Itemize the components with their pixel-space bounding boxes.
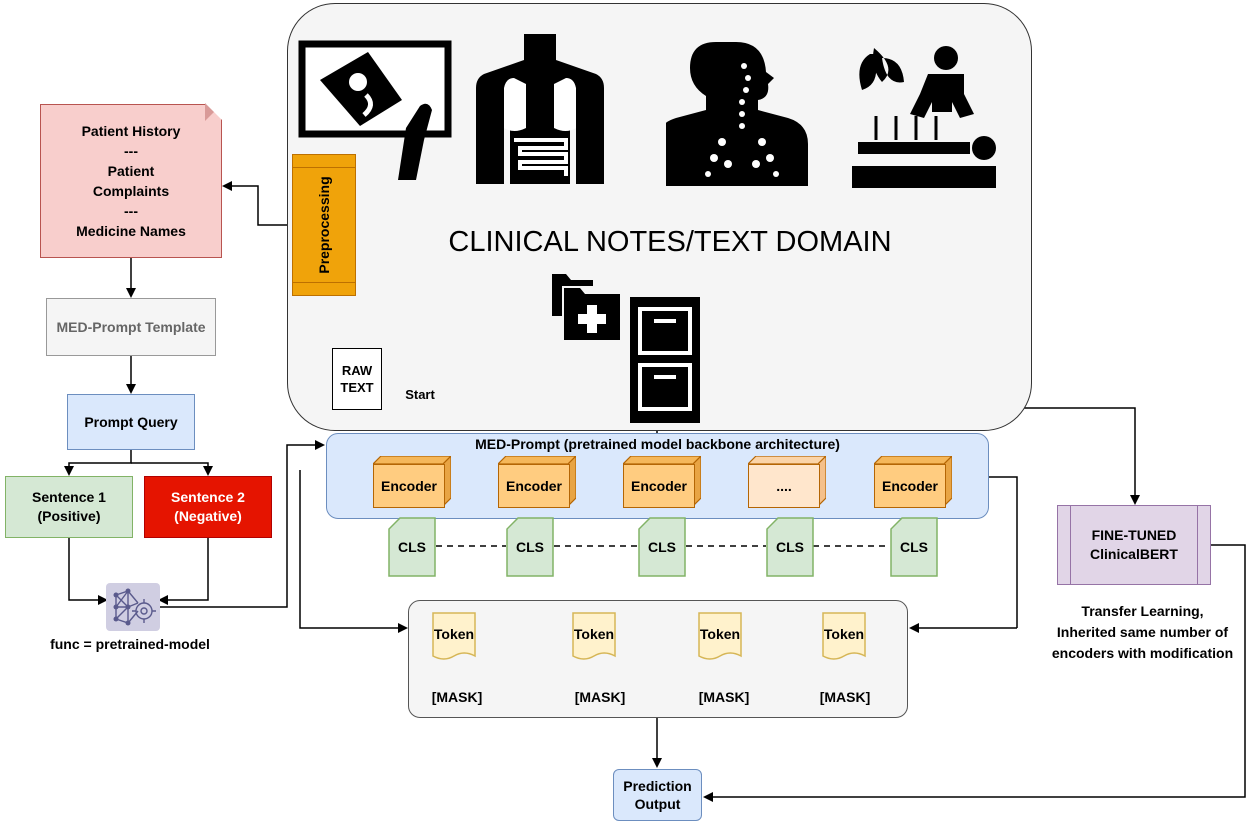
cls-card: CLS bbox=[506, 517, 554, 577]
func-label: func = pretrained-model bbox=[50, 636, 210, 652]
cls-label: CLS bbox=[900, 539, 928, 555]
cls-label: CLS bbox=[776, 539, 804, 555]
medicine-names-label: Medicine Names bbox=[76, 223, 186, 239]
ultrasound-icon bbox=[298, 40, 452, 180]
finetuned-label: FINE-TUNED bbox=[1091, 527, 1177, 543]
preprocessing-label: Preprocessing bbox=[316, 176, 332, 274]
med-prompt-template-box: MED-Prompt Template bbox=[46, 298, 216, 356]
acupuncture-icon bbox=[852, 46, 996, 188]
token-card: Token bbox=[572, 612, 616, 662]
token-card: Token bbox=[698, 612, 742, 662]
sentence1-title: Sentence 1 bbox=[32, 489, 106, 505]
cls-label: CLS bbox=[648, 539, 676, 555]
respiratory-icon bbox=[666, 42, 808, 186]
file-cabinet-icon bbox=[630, 297, 700, 423]
token-label: Token bbox=[433, 626, 475, 642]
torso-organs-icon bbox=[476, 34, 604, 184]
cls-card: CLS bbox=[766, 517, 814, 577]
encoder-label: Encoder bbox=[874, 464, 946, 508]
clinicalbert-label: ClinicalBERT bbox=[1090, 546, 1178, 562]
neural-network-icon bbox=[106, 583, 160, 631]
cls-card: CLS bbox=[638, 517, 686, 577]
mask-label: [MASK] bbox=[698, 689, 750, 705]
sentence-positive-box: Sentence 1 (Positive) bbox=[5, 476, 133, 538]
ft-left-bar bbox=[1070, 506, 1071, 584]
transfer-learning-note: Transfer Learning, Inherited same number… bbox=[1030, 600, 1255, 664]
arrow-func-backbone bbox=[160, 440, 325, 608]
arrow-query-sentences bbox=[64, 450, 132, 476]
cls-label: CLS bbox=[516, 539, 544, 555]
sentence2-title: Sentence 2 bbox=[171, 489, 245, 505]
encoder-label: Encoder bbox=[623, 464, 695, 508]
arrow-s1-func bbox=[68, 538, 108, 605]
finetuned-clinicalbert-box: FINE-TUNED ClinicalBERT bbox=[1057, 505, 1211, 585]
prediction-output-box: Prediction Output bbox=[613, 769, 702, 821]
output-label: Output bbox=[634, 796, 681, 812]
prediction-label: Prediction bbox=[623, 778, 692, 794]
transfer-line2: Inherited same number of bbox=[1056, 623, 1229, 640]
encoder-block-ellipsis: .... bbox=[748, 456, 826, 508]
prompt-query-box: Prompt Query bbox=[67, 394, 195, 450]
mask-label: [MASK] bbox=[819, 689, 871, 705]
note-fold-cover bbox=[205, 103, 223, 121]
prep-top-bar bbox=[293, 167, 355, 168]
encoder-block: Encoder bbox=[623, 456, 701, 508]
raw-label: RAW bbox=[341, 363, 373, 378]
folder-add-icon bbox=[552, 274, 620, 340]
arrow-prep-history bbox=[222, 181, 292, 226]
token-label: Token bbox=[823, 626, 865, 642]
arrow-s2-func bbox=[158, 538, 209, 605]
transfer-line3: encoders with modification bbox=[1051, 644, 1234, 661]
arrow-finetuned-prediction bbox=[703, 544, 1246, 802]
encoder-block: Encoder bbox=[373, 456, 451, 508]
token-card: Token bbox=[432, 612, 476, 662]
domain-title: CLINICAL NOTES/TEXT DOMAIN bbox=[448, 225, 892, 258]
token-label: Token bbox=[699, 626, 741, 642]
patient-history-label: Patient History bbox=[81, 123, 181, 139]
encoder-label: .... bbox=[748, 464, 820, 508]
sentence-negative-box: Sentence 2 (Negative) bbox=[144, 476, 272, 538]
arrow-query-sentence2 bbox=[131, 462, 213, 476]
encoder-block: Encoder bbox=[498, 456, 576, 508]
mask-label: [MASK] bbox=[431, 689, 483, 705]
arrow-func-cls bbox=[299, 470, 408, 633]
patient-label: Patient bbox=[107, 163, 155, 179]
cls-label: CLS bbox=[398, 539, 426, 555]
separator: --- bbox=[124, 143, 138, 159]
patient-info-note: Patient History --- Patient Complaints -… bbox=[40, 103, 223, 258]
raw-text-doc: RAW TEXT bbox=[332, 348, 382, 410]
text-label: TEXT bbox=[340, 380, 374, 395]
complaints-label: Complaints bbox=[92, 183, 170, 199]
backbone-title: MED-Prompt (pretrained model backbone ar… bbox=[475, 436, 840, 452]
cls-card: CLS bbox=[388, 517, 436, 577]
encoder-label: Encoder bbox=[498, 464, 570, 508]
cls-card: CLS bbox=[890, 517, 938, 577]
transfer-line1: Transfer Learning, bbox=[1081, 602, 1204, 619]
encoder-label: Encoder bbox=[373, 464, 445, 508]
encoder-block: Encoder bbox=[874, 456, 952, 508]
sentence2-polarity: (Negative) bbox=[174, 508, 242, 524]
preprocessing-box bbox=[292, 154, 356, 296]
token-card: Token bbox=[822, 612, 866, 662]
mask-label: [MASK] bbox=[574, 689, 626, 705]
separator: --- bbox=[124, 203, 138, 219]
ft-right-bar bbox=[1197, 506, 1198, 584]
prep-bottom-bar bbox=[293, 282, 355, 283]
token-label: Token bbox=[573, 626, 615, 642]
sentence1-polarity: (Positive) bbox=[37, 508, 101, 524]
start-label: Start bbox=[405, 386, 435, 402]
